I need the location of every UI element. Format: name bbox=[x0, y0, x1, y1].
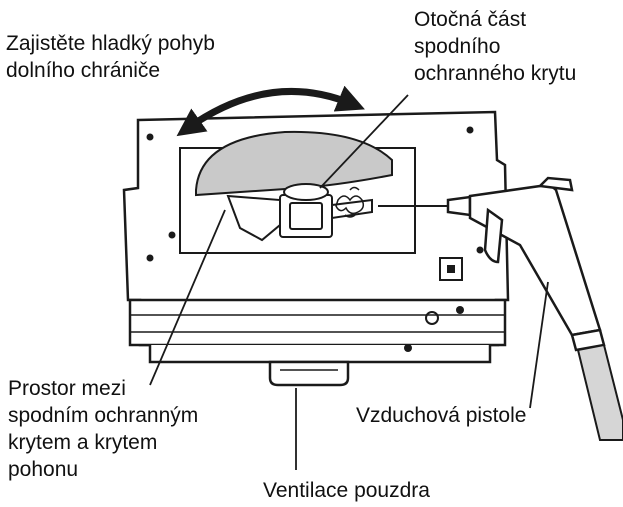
air-hose bbox=[578, 345, 623, 440]
label-rotating-part: Otočná část spodního ochranného krytu bbox=[414, 6, 576, 87]
label-air-gun: Vzduchová pistole bbox=[356, 402, 526, 429]
label-space-between-covers: Prostor mezi spodním ochranným krytem a … bbox=[8, 375, 198, 483]
label-housing-vent: Ventilace pouzdra bbox=[263, 477, 430, 504]
housing-vent bbox=[270, 362, 348, 385]
label-smooth-movement: Zajistěte hladký pohyb dolního chrániče bbox=[6, 30, 215, 84]
